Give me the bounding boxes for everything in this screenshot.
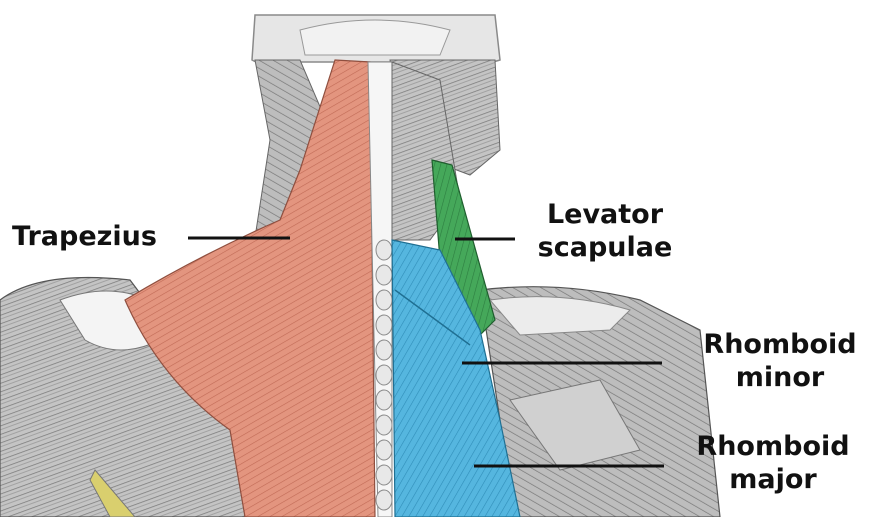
levator-label-line-2: scapulae: [525, 231, 685, 264]
rhomboid-minor-line-1: Rhomboid: [690, 328, 870, 361]
levator-label-line-1: Levator: [525, 198, 685, 231]
rhomboid-major-line-1: Rhomboid: [678, 430, 868, 463]
levator-scapulae-label: Levator scapulae: [525, 198, 685, 264]
trapezius-label: Trapezius: [12, 220, 157, 253]
rhomboid-minor-label: Rhomboid minor: [690, 328, 870, 394]
rhomboid-major-label: Rhomboid major: [678, 430, 868, 496]
trapezius-label-text: Trapezius: [12, 220, 157, 253]
rhomboid-major-line-2: major: [678, 463, 868, 496]
rhomboid-minor-line-2: minor: [690, 361, 870, 394]
